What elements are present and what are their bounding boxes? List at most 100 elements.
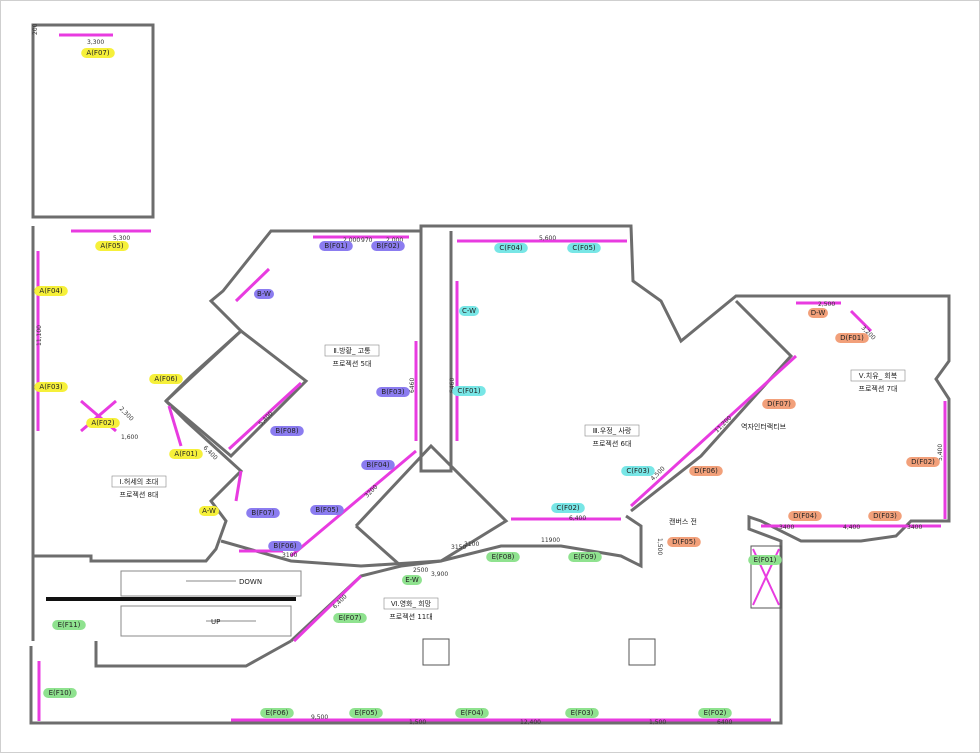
dimension-label: 1,500 [656,538,663,555]
tag-highlight [698,708,732,718]
projector-tag: B(F03) [376,387,410,397]
dimension-label: 3400 [907,524,922,531]
projector-tag: B(F07) [246,508,280,518]
dimension-label: 3150 [451,544,466,551]
projector-tag: A-W [199,506,219,516]
projector-tag: B(F05) [310,505,344,515]
projector-tag: E(F10) [43,688,77,698]
projection-line [292,574,363,643]
projector-tag: E(F01) [748,555,782,565]
dimension-label: 970 [361,237,373,244]
wall-right-room [630,299,794,513]
tag-label: A(F03) [39,383,62,391]
tag-highlight [551,503,585,513]
dimension-label: 6400 [717,719,732,726]
tag-label: B(F04) [366,461,389,469]
tag-label: C(F01) [457,387,481,395]
wall-stair-lower [94,639,292,668]
room-subtitle: 프로젝션 7대 [859,384,898,393]
dimension-label: 3,900 [431,571,448,578]
tag-label: B(F03) [381,388,404,396]
tag-highlight [494,243,528,253]
tag-label: A-W [202,507,216,515]
tag-highlight [567,243,601,253]
room-title-box [584,424,640,437]
dimension-label: 200 [32,23,39,35]
tag-label: D(F05) [672,538,696,546]
room-title-box [383,597,439,610]
room-title-box [111,475,167,488]
tag-highlight [43,688,77,698]
tag-label: C(F05) [572,244,596,252]
tag-highlight [34,382,68,392]
stair-down-label: DOWN [239,578,262,586]
dimension-label: 3100 [464,541,479,548]
tag-highlight [270,426,304,436]
tag-highlight [169,449,203,459]
tag-label: B(F06) [273,542,296,550]
dimension-label: 5,300 [113,235,130,242]
projector-tag: A(F06) [149,374,183,384]
room-subtitle: 프로젝션 5대 [333,359,372,368]
screen-box [750,545,782,609]
dimension-label: 11900 [541,537,560,544]
canvas-note: 캔버스 전 [669,517,697,526]
projector-tag: A(F01) [169,449,203,459]
tag-label: A(F02) [91,419,114,427]
tag-highlight [52,620,86,630]
projector-tag: E(F03) [565,708,599,718]
tag-highlight [310,505,344,515]
tag-highlight [333,613,367,623]
tag-label: D(F03) [873,512,897,520]
projector-tag: E(F04) [455,708,489,718]
stair-up [120,605,292,637]
dimension-label: 5,400 [937,444,944,461]
tag-highlight [349,708,383,718]
wall-lower-room [220,514,643,569]
projector-tag: A(F07) [81,48,115,58]
wall-main-outline [29,224,951,725]
tag-highlight [361,460,395,470]
projector-tag: D(F05) [667,537,701,547]
tag-highlight [906,457,940,467]
room-title: Ⅰ.허세의 초대 [120,477,159,486]
projector-tag: D(F03) [868,511,902,521]
projector-tag: E(F07) [333,613,367,623]
projection-line [234,267,271,303]
tag-label: E(F06) [266,709,289,717]
room-title-box [324,344,380,357]
tag-label: E(F09) [574,553,597,561]
tag-highlight [568,552,602,562]
tag-highlight [452,386,486,396]
dimension-label: 4,400 [843,524,860,531]
tag-label: C(F03) [626,467,650,475]
dimension-label: 6,400 [569,515,586,522]
projector-tag: B(F02) [371,241,405,251]
tag-highlight [868,511,902,521]
tag-label: E(F01) [754,556,777,564]
wall-corridor [419,231,453,473]
dimension-label: 3400 [779,524,794,531]
room-title-box [850,369,906,382]
tag-label: A(F01) [174,450,197,458]
tag-label: A(F04) [39,287,62,295]
tag-label: E(F10) [49,689,72,697]
tag-highlight [260,708,294,718]
tag-label: B-W [257,290,271,298]
tag-label: E(F08) [492,553,515,561]
pillar-right [628,638,656,666]
projector-tag: C-W [459,306,479,316]
tag-highlight [319,241,353,251]
dimension-label: 3200 [363,484,379,500]
staircase: DOWN UP [46,570,302,637]
room-subtitle: 프로젝션 6대 [593,439,632,448]
projector-tag: E(F05) [349,708,383,718]
tag-highlight [486,552,520,562]
tag-highlight [149,374,183,384]
projector-tag: E(F08) [486,552,520,562]
